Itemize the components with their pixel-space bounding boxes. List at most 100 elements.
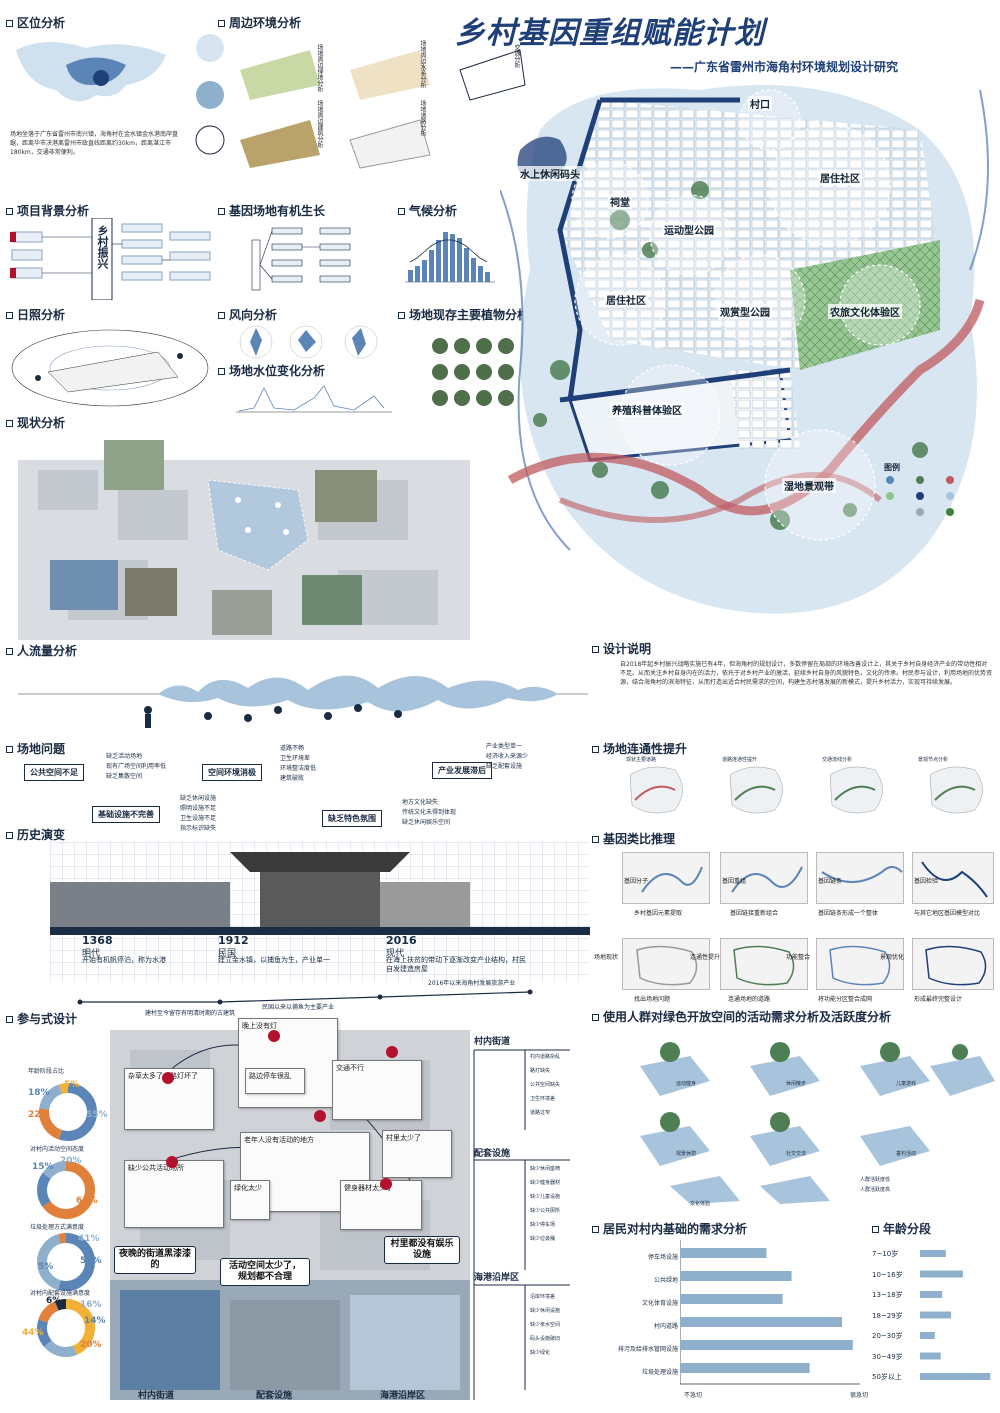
map-label-residential-ne: 居住社区: [818, 170, 862, 185]
demand-bar-3: [680, 1294, 783, 1304]
problem-infrastructure: 基础设施不完善: [92, 806, 160, 823]
section-flow: 人流量分析: [6, 642, 77, 659]
gene-growth-diagram: [251, 227, 351, 291]
demand-bar-6: [680, 1363, 810, 1373]
master-plan: [500, 85, 989, 614]
gene-row2-sub-1: 找出场地问题: [634, 996, 671, 1003]
activity-label-6: 垂钓活动: [896, 1151, 917, 1157]
section-surroundings: 周边环境分析: [218, 14, 301, 31]
tree-items-street: 村内道路杂乱路灯缺失公共空间缺失卫生环境差道路过窄: [530, 1054, 561, 1116]
note-7: 缺少公共活动场所: [124, 1160, 224, 1228]
pie-garbage-pct-2: 41%: [78, 1234, 100, 1244]
note-8: 绿化太少: [230, 1180, 270, 1220]
background-center: 乡村振兴: [96, 225, 109, 269]
map-label-waterfront: 水上休闲码头: [518, 166, 582, 181]
wind-roses: [239, 325, 378, 359]
connectivity-label-4: 景观节点分析: [918, 757, 949, 763]
section-activity: 使用人群对绿色开放空间的活动需求分析及活跃度分析: [592, 1008, 891, 1025]
gene-cell-3: [816, 852, 904, 904]
status-photo-2: [315, 470, 377, 522]
problem-notes-c: 产业类型单一经济收入来源少缺乏配套设施: [486, 743, 529, 770]
gene-row1-label-1: 基因分子: [624, 878, 649, 885]
age-chart: [920, 1250, 991, 1380]
location-text: 场地坐落于广东省雷州市南兴镇，海角村在金水镇金水港南岸盘踞，距离华市决港离雷州市…: [10, 131, 179, 156]
surround-label-building: 场地周边建筑分析: [316, 100, 323, 148]
age-bar-1: [920, 1250, 946, 1257]
gene-cell-2: [720, 852, 808, 904]
history-era-1368: 明代: [82, 949, 101, 959]
gene-row2-sub-2: 连通场地的道路: [728, 996, 771, 1003]
problem-notes-a: 缺乏活动场地现有广场空间利用率低缺乏集散空间: [106, 753, 167, 780]
note-4: 交通不行: [332, 1060, 422, 1120]
status-photo-3: [50, 560, 118, 610]
gene-row2-sub-3: 将功能分区整合成网: [818, 996, 873, 1003]
section-problems: 场地问题: [6, 740, 65, 757]
plants-grid: [432, 338, 514, 406]
pie-activity: [37, 1161, 95, 1219]
section-connectivity: 场地连通性提升: [592, 740, 687, 757]
section-gene-growth: 基因场地有机生长: [218, 202, 325, 219]
pie-age-pct-2: 5%: [64, 1080, 80, 1090]
demand-bar-1: [680, 1248, 767, 1258]
sunshine-diagram: [11, 329, 209, 407]
status-photo-5: [212, 590, 272, 635]
activity-legend-low: 人群活跃度低: [860, 1177, 891, 1183]
legend-title: 图例: [884, 463, 900, 472]
pin-1: [162, 1072, 174, 1084]
demand-axis-high: 很急切: [850, 1392, 869, 1399]
connectivity-maps: [629, 766, 983, 814]
pie-facility-pct-4: 20%: [80, 1340, 102, 1350]
pie-facility-pct-1: 6%: [46, 1296, 62, 1306]
history-year-1912: 1912: [218, 934, 249, 947]
tree-header-facility: 配套设施: [474, 1149, 511, 1159]
demand-bar-4: [680, 1317, 842, 1327]
map-label-aquaculture: 养殖科普体验区: [610, 402, 684, 417]
gene-map-icons: [636, 945, 987, 986]
speech-space: 活动空间太少了，规划都不合理: [220, 1258, 310, 1286]
age-bar-7: [920, 1373, 991, 1380]
note-6: 村里太少了: [382, 1130, 452, 1178]
activity-label-1: 运动健身: [676, 1081, 697, 1087]
problem-public-space: 公共空间不足: [24, 764, 84, 781]
gene-row1-sub-3: 基因链条形成一个整体: [818, 910, 879, 917]
water-level-chart: [236, 385, 392, 413]
gene-row2-label-1: 场地现状: [594, 954, 619, 961]
pie-facility-pct-3: 14%: [84, 1316, 106, 1326]
map-label-village-gate: 村口: [748, 96, 772, 111]
background-diagram: [10, 218, 211, 300]
age-bar-5: [920, 1332, 935, 1339]
pie-garbage-pct-3: 54%: [80, 1256, 102, 1266]
section-design-desc: 设计说明: [592, 640, 651, 657]
section-wind: 风向分析: [218, 306, 277, 323]
pie-activity-pct-3: 65%: [76, 1196, 98, 1206]
status-photo-4: [125, 568, 177, 616]
pie-label-garbage: 垃圾处理方式满意度: [30, 1224, 85, 1231]
history-era-1912: 民国: [218, 949, 237, 959]
age-bar-6: [920, 1352, 941, 1360]
activity-label-5: 社交交流: [786, 1151, 807, 1157]
location-zoom-maps: [195, 34, 225, 155]
design-description: 自2018年起乡村振兴战略实施已有4年，但海角村的规划设计，多数停留在局部的环境…: [620, 661, 993, 686]
activity-label-2: 休闲散步: [786, 1081, 807, 1087]
page-title: 乡村基因重组赋能计划: [455, 16, 765, 51]
gene-cell-1: [622, 852, 710, 904]
gene-row1-sub-2: 基因链接重新组合: [730, 910, 779, 917]
map-label-wetland: 湿地景观带: [782, 478, 836, 493]
pie-facility: [37, 1299, 95, 1357]
demand-axis-low: 不急切: [684, 1392, 703, 1399]
note-2: 晚上没有灯: [238, 1018, 338, 1108]
pie-age: [39, 1083, 97, 1141]
pie-garbage: [37, 1233, 95, 1291]
age-bar-2: [920, 1270, 963, 1278]
pie-age-pct-3: 22%: [28, 1110, 50, 1120]
speech-entertain: 村里都没有娱乐设施: [384, 1236, 460, 1264]
bottom-label-coast: 海港沿岸区: [380, 1391, 426, 1401]
pie-label-facility: 对村内配套设施满意度: [30, 1290, 91, 1297]
demand-bar-5: [680, 1340, 853, 1350]
page-subtitle: ——广东省雷州市海角村环境规划设计研究: [670, 60, 899, 74]
flow-chart: [18, 675, 588, 728]
history-desc-1912: 建立金水镇，以捕鱼为生，产业单一: [218, 956, 330, 964]
section-demand: 居民对村内基础的需求分析: [592, 1220, 747, 1237]
pie-age-pct-4: 55%: [86, 1110, 108, 1120]
section-plants: 场地现存主要植物分析: [398, 306, 529, 323]
